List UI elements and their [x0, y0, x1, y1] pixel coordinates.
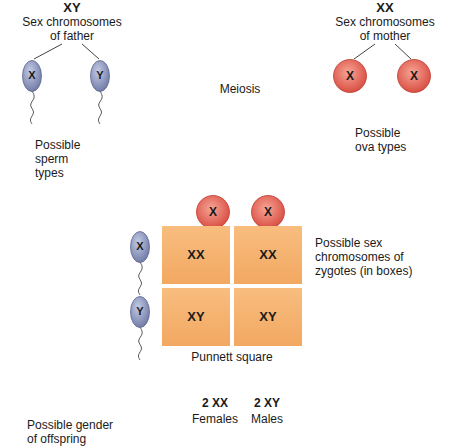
zygote-box: XX	[234, 226, 302, 284]
sperm-tail	[138, 327, 142, 360]
text-holder: X	[196, 195, 230, 229]
sperm-cell: X	[22, 60, 42, 92]
caption-text: Meiosis	[210, 82, 270, 96]
node-label: XY	[259, 310, 276, 324]
cell-fill	[162, 288, 230, 346]
sperm-head	[23, 61, 42, 92]
sperm-tail	[138, 262, 142, 295]
sperm-tail	[30, 91, 34, 124]
text-holder: Y	[90, 60, 110, 92]
grid-heading: Punnett square	[142, 350, 322, 364]
caption-text: Sex chromosomes of mother	[335, 15, 435, 43]
cell-fill	[162, 226, 230, 284]
leader-line	[82, 44, 99, 59]
sperm-tail	[98, 91, 102, 124]
node-label: X	[28, 68, 35, 82]
zygote-box: XX	[162, 226, 230, 284]
leader-line	[354, 44, 375, 59]
caption-text: XY	[42, 1, 102, 15]
caption-text: Sex chromosomes of father	[22, 15, 122, 43]
text-holder: XY	[234, 288, 302, 346]
caption-text: Possible gender of offspring	[27, 418, 122, 446]
text-holder: X	[251, 195, 285, 229]
node-label: X	[264, 205, 272, 219]
caption-text: Possible ova types	[355, 126, 415, 154]
caption-text: 2 XY	[242, 396, 292, 410]
caption-text: Possible sperm types	[35, 138, 90, 180]
node-label: Y	[96, 68, 103, 82]
node-label: XX	[259, 248, 276, 262]
ovum-circle	[252, 196, 285, 229]
ovum-cell: X	[196, 195, 230, 229]
node-label: XY	[187, 310, 204, 324]
ovum-cell: X	[333, 59, 367, 93]
ovum-circle	[398, 60, 431, 93]
sperm-head	[131, 297, 150, 328]
caption-text: 2 XX	[190, 396, 240, 410]
node-label: X	[410, 69, 418, 83]
sperm-head	[131, 232, 150, 263]
text-holder: X	[22, 60, 42, 92]
text-holder: X	[333, 59, 367, 93]
text-holder: Punnett square	[142, 350, 322, 364]
text-holder: XX	[234, 226, 302, 284]
sperm-cell: Y	[90, 60, 110, 92]
leader-line	[34, 44, 62, 59]
node-label: X	[136, 239, 143, 253]
caption-text: Females	[185, 412, 245, 426]
node-label: Y	[136, 304, 143, 318]
caption-text: Possible sex chromosomes of zygotes (in …	[315, 236, 425, 278]
caption-text: Males	[237, 412, 297, 426]
cell-fill	[234, 226, 302, 284]
node-label: X	[346, 69, 354, 83]
sperm-cell: Y	[130, 296, 150, 328]
zygote-box: XY	[234, 288, 302, 346]
sperm-head	[91, 61, 110, 92]
node-label: XX	[187, 248, 204, 262]
caption-text: XX	[355, 1, 415, 15]
zygote-box: XY	[162, 288, 230, 346]
ovum-circle	[197, 196, 230, 229]
text-holder: XY	[162, 288, 230, 346]
leader-line	[395, 44, 411, 59]
text-holder: X	[397, 59, 431, 93]
text-holder: X	[130, 231, 150, 263]
punnett-grid: Punnett squareXXXXXYXY	[162, 226, 302, 346]
ovum-cell: X	[397, 59, 431, 93]
ovum-cell: X	[251, 195, 285, 229]
node-label: X	[209, 205, 217, 219]
text-holder: XX	[162, 226, 230, 284]
text-holder: Y	[130, 296, 150, 328]
ovum-circle	[334, 60, 367, 93]
cell-fill	[234, 288, 302, 346]
sperm-cell: X	[130, 231, 150, 263]
